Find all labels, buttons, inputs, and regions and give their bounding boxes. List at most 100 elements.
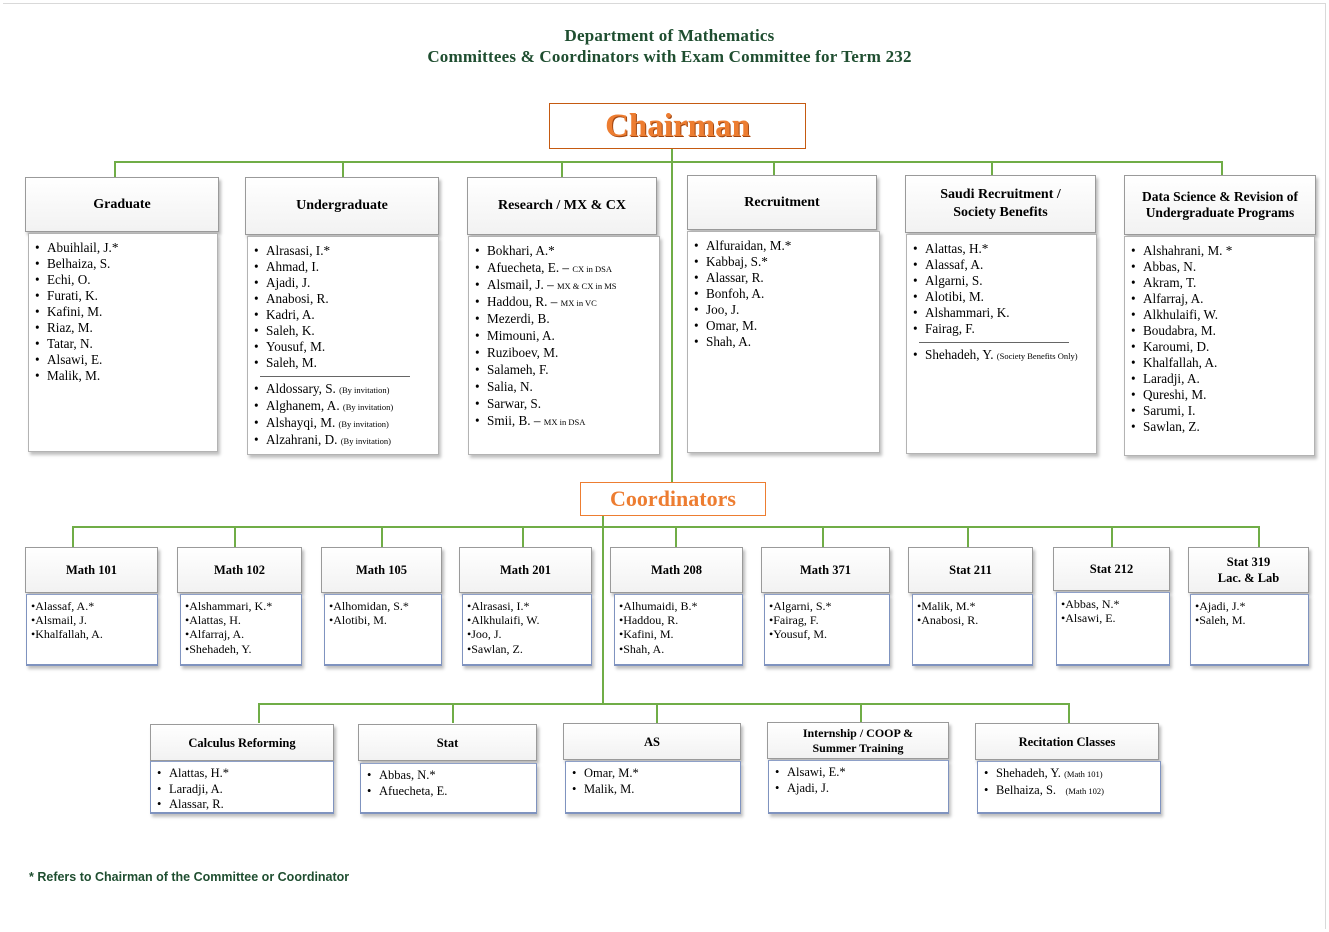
committee-graduate-header: Graduate bbox=[25, 177, 219, 232]
committee-recruitment-header: Recruitment bbox=[687, 175, 877, 230]
member: Ruziboev, M. bbox=[473, 345, 655, 362]
course-math201-header: Math 201 bbox=[459, 547, 592, 593]
connector-math208 bbox=[675, 526, 677, 547]
member: Alassar, R. bbox=[692, 270, 875, 286]
member: •Alotibi, M. bbox=[329, 613, 387, 628]
member: Salameh, F. bbox=[473, 362, 655, 379]
connector-math201 bbox=[522, 526, 524, 547]
member: •Shehadeh, Y. bbox=[185, 641, 252, 656]
member: Abbas, N.* bbox=[365, 768, 532, 784]
committee-recruitment-members: Alfuraidan, M.* Kabbaj, S.* Alassar, R. … bbox=[687, 231, 880, 453]
connector-stat212 bbox=[1111, 526, 1113, 547]
connector-others-bar bbox=[258, 703, 1070, 705]
member: •Abbas, N.* bbox=[1061, 597, 1120, 611]
member: •Alattas, H. bbox=[185, 613, 241, 628]
member: Shah, A. bbox=[692, 334, 875, 350]
other-recitation-header: Recitation Classes bbox=[975, 723, 1159, 760]
course-math371-members: •Algarni, S.* •Fairag, F. •Yousuf, M. bbox=[764, 594, 890, 666]
member: Kabbaj, S.* bbox=[692, 254, 875, 270]
member: Mezerdi, B. bbox=[473, 311, 655, 328]
member: Furati, K. bbox=[33, 288, 213, 304]
member: Kafini, M. bbox=[33, 304, 213, 320]
member: Afuecheta, E. bbox=[365, 784, 532, 800]
member-invited: Alghanem, A. (By invitation) bbox=[252, 398, 434, 415]
connector-committees-bar bbox=[114, 161, 1223, 163]
page-frame bbox=[3, 3, 1326, 929]
connector-courses-bar bbox=[72, 526, 1260, 528]
course-math208-members: •Alhumaidi, B.* •Haddou, R. •Kafini, M. … bbox=[614, 594, 743, 666]
member: Omar, M.* bbox=[570, 766, 736, 782]
member: Fairag, F. bbox=[911, 321, 1092, 337]
member: Boudabra, M. bbox=[1129, 323, 1310, 339]
member: Omar, M. bbox=[692, 318, 875, 334]
department-title: Department of Mathematics bbox=[564, 26, 775, 45]
member: Khalfallah, A. bbox=[1129, 355, 1310, 371]
member: Belhaiza, S. (Math 102) bbox=[982, 783, 1156, 800]
member: •Sawlan, Z. bbox=[467, 641, 523, 656]
member: •Anabosi, R. bbox=[917, 613, 979, 628]
connector-internship bbox=[860, 703, 862, 723]
member: Tatar, N. bbox=[33, 336, 213, 352]
member: •Kafini, M. bbox=[619, 627, 674, 642]
member: Saleh, K. bbox=[252, 323, 434, 339]
other-as-header: AS bbox=[563, 723, 741, 760]
member: •Algarni, S.* bbox=[769, 599, 832, 613]
member: Alkhulaifi, W. bbox=[1129, 307, 1310, 323]
committee-undergraduate-header: Undergraduate bbox=[245, 177, 439, 235]
member: Ahmad, I. bbox=[252, 259, 434, 275]
course-stat211-members: •Malik, M.* •Anabosi, R. bbox=[912, 594, 1033, 666]
member: •Alrasasi, I.* bbox=[467, 599, 530, 613]
member: Smii, B. – MX in DSA bbox=[473, 413, 655, 430]
member: Abbas, N. bbox=[1129, 259, 1310, 275]
course-math201-members: •Alrasasi, I.* •Alkhulaifi, W. •Joo, J. … bbox=[462, 594, 592, 666]
course-stat212-members: •Abbas, N.* •Alsawi, E. bbox=[1056, 592, 1170, 666]
connector-math105 bbox=[381, 526, 383, 547]
member: Alrasasi, I.* bbox=[252, 243, 434, 259]
member: Bokhari, A.* bbox=[473, 243, 655, 260]
course-math102-header: Math 102 bbox=[177, 547, 302, 593]
course-math101-header: Math 101 bbox=[25, 547, 158, 593]
member: •Joo, J. bbox=[467, 627, 502, 642]
connector-recitation bbox=[1068, 703, 1070, 723]
committee-research-header: Research / MX & CX bbox=[467, 177, 657, 235]
member: Alattas, H.* bbox=[911, 241, 1092, 257]
member: Sarwar, S. bbox=[473, 396, 655, 413]
member: Joo, J. bbox=[692, 302, 875, 318]
connector-math371 bbox=[822, 526, 824, 547]
committee-datascience-members: Alshahrani, M. * Abbas, N. Akram, T. Alf… bbox=[1124, 236, 1315, 456]
member: Alotibi, M. bbox=[911, 289, 1092, 305]
member: Karoumi, D. bbox=[1129, 339, 1310, 355]
member: Salia, N. bbox=[473, 379, 655, 396]
course-math101-members: •Alassaf, A.* •Alsmail, J. •Khalfallah, … bbox=[26, 594, 158, 666]
connector-graduate bbox=[114, 161, 116, 177]
member: Echi, O. bbox=[33, 272, 213, 288]
committee-saudi-members: Alattas, H.* Alassaf, A. Algarni, S. Alo… bbox=[906, 234, 1097, 454]
member: Ajadi, J. bbox=[773, 781, 944, 797]
coordinators-box: Coordinators bbox=[580, 482, 766, 516]
divider bbox=[919, 342, 1069, 343]
other-calculus-members: Alattas, H.* Laradji, A. Alassar, R. bbox=[150, 761, 334, 814]
member: Alfarraj, A. bbox=[1129, 291, 1310, 307]
member: Riaz, M. bbox=[33, 320, 213, 336]
member: •Haddou, R. bbox=[619, 613, 679, 628]
member: Qureshi, M. bbox=[1129, 387, 1310, 403]
other-stat-header: Stat bbox=[358, 724, 537, 761]
member: •Alsmail, J. bbox=[31, 613, 87, 628]
member: Kadri, A. bbox=[252, 307, 434, 323]
member: •Alhumaidi, B.* bbox=[619, 599, 698, 613]
connector-research bbox=[561, 161, 563, 177]
connector-recruitment bbox=[773, 161, 775, 177]
connector-calculus bbox=[258, 703, 260, 723]
connector-stat211 bbox=[967, 526, 969, 547]
member: Sarumi, I. bbox=[1129, 403, 1310, 419]
connector-datascience bbox=[1221, 161, 1223, 177]
member: •Malik, M.* bbox=[917, 599, 976, 613]
member: Alsawi, E.* bbox=[773, 765, 944, 781]
member: Alattas, H.* bbox=[155, 766, 329, 782]
connector-math101 bbox=[72, 526, 74, 547]
member: •Khalfallah, A. bbox=[31, 627, 103, 642]
connector-main-lower bbox=[602, 516, 604, 704]
member: •Saleh, M. bbox=[1195, 613, 1246, 628]
member: •Ajadi, J.* bbox=[1195, 599, 1246, 613]
